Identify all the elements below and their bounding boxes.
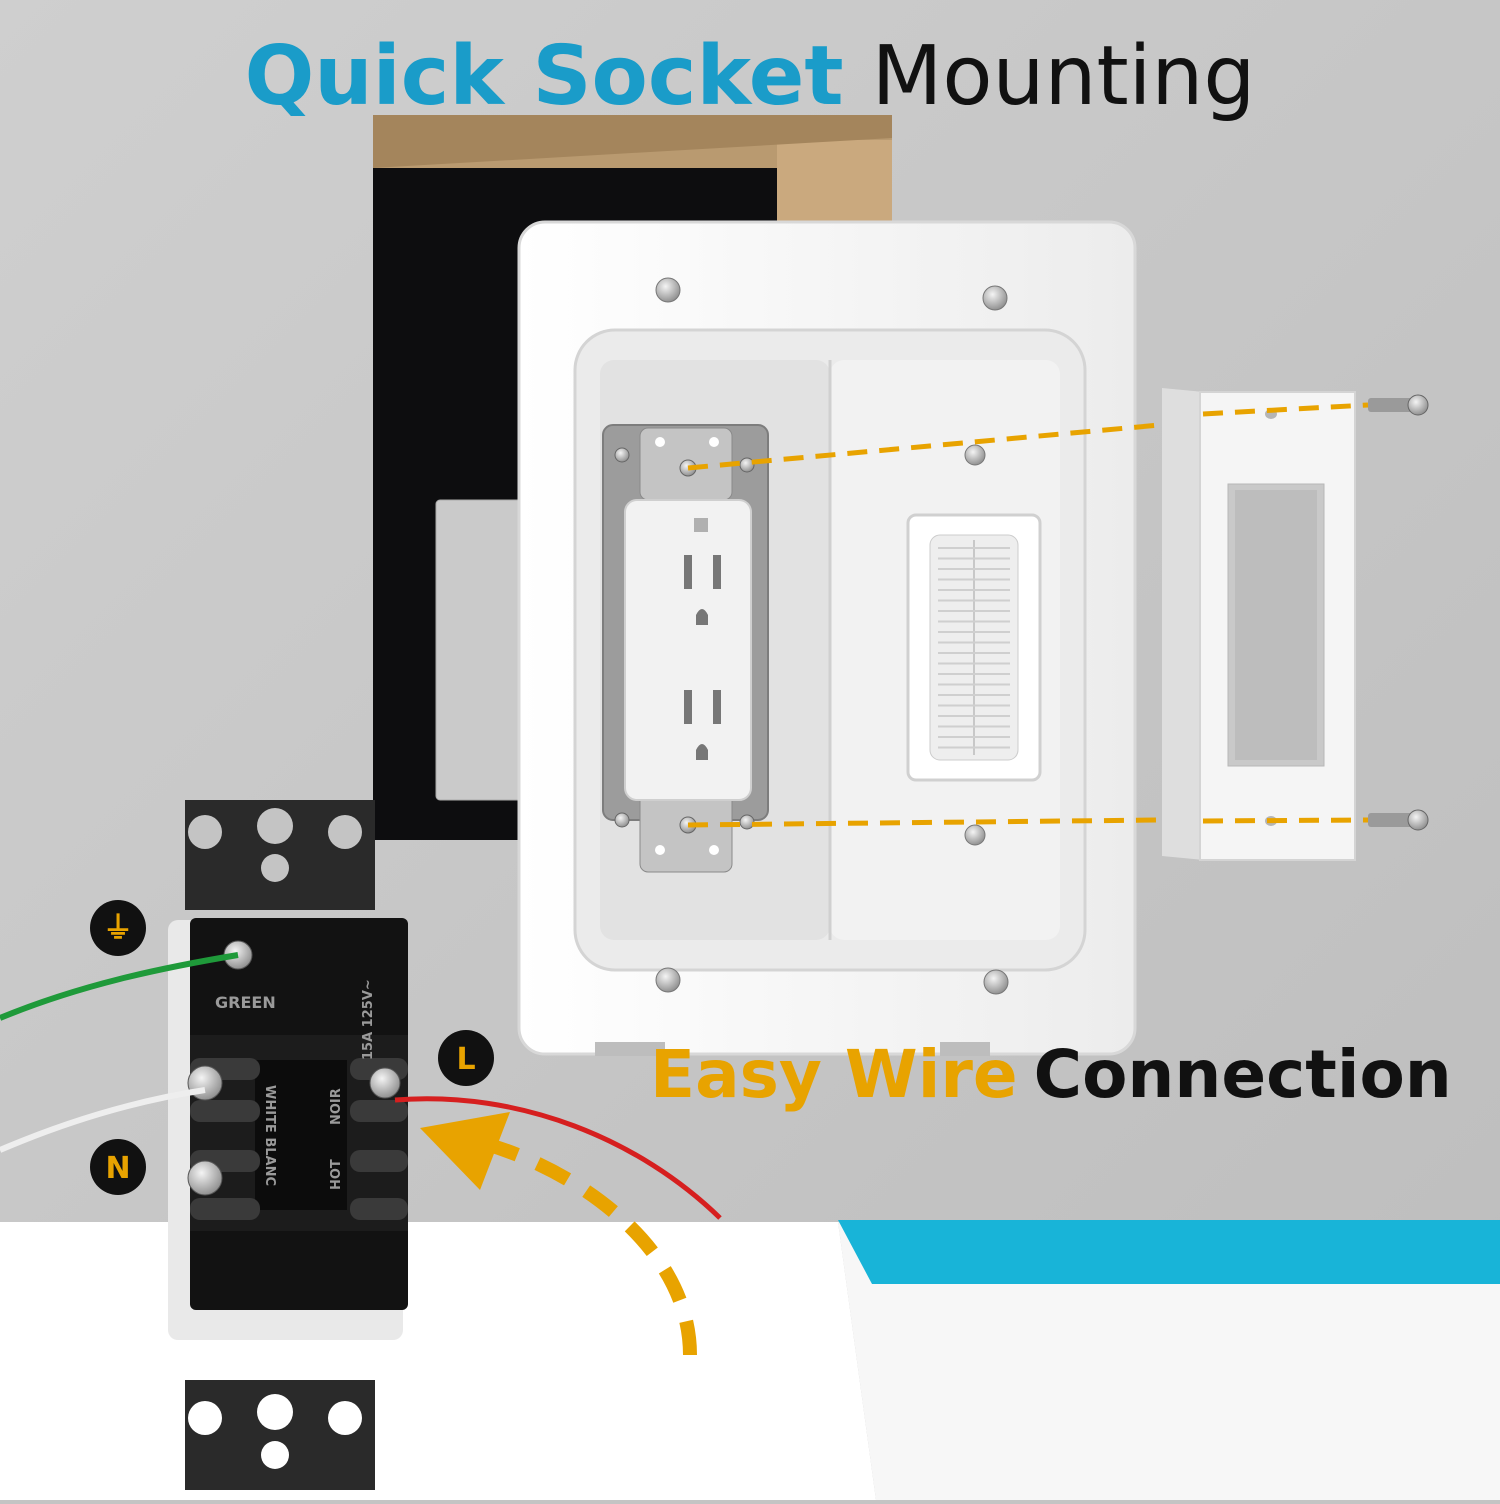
box-side-bracket — [435, 499, 527, 801]
footline-accent: Easy Wire — [650, 1036, 1018, 1113]
plate-screws — [1368, 394, 1429, 831]
line-badge-letter: L — [456, 1042, 475, 1077]
connection-arrow — [468, 1133, 697, 1356]
ground-wire — [0, 952, 239, 1021]
decorator-wall-plate — [1162, 388, 1356, 861]
receptacle-back-view — [168, 800, 408, 1490]
cable-pass-through — [906, 513, 1042, 782]
brush-slits — [938, 547, 1010, 749]
box-screws — [655, 277, 1009, 995]
headline: Quick Socket Mounting — [0, 22, 1500, 132]
neutral-terminal-label: WHITE BLANC — [262, 1085, 277, 1186]
neutral-badge: N — [90, 1139, 146, 1195]
hot-terminal-label-b: HOT — [329, 1159, 344, 1190]
alignment-guides — [687, 402, 1369, 828]
headline-plain: Mounting — [871, 29, 1256, 124]
ground-badge: ⏚ — [90, 900, 146, 956]
bottom-white-band — [0, 1222, 876, 1500]
bottom-white-band-right — [838, 1222, 1500, 1500]
headline-accent: Quick Socket — [244, 29, 844, 124]
hot-terminal-label-a: NOIR — [329, 1088, 344, 1125]
hot-wire — [394, 1096, 722, 1220]
blue-accent-stripe — [838, 1220, 1500, 1284]
neutral-badge-letter: N — [105, 1151, 130, 1186]
ground-terminal-label: GREEN — [215, 993, 276, 1012]
neutral-wire — [0, 1087, 206, 1153]
ground-badge-symbol: ⏚ — [103, 911, 133, 946]
footline-plain: Connection — [1033, 1036, 1452, 1113]
rating-label: 15A 125V~ — [361, 979, 376, 1060]
connection-arrow-head — [420, 1112, 510, 1190]
installed-receptacle — [602, 424, 769, 873]
line-badge: L — [438, 1030, 494, 1086]
